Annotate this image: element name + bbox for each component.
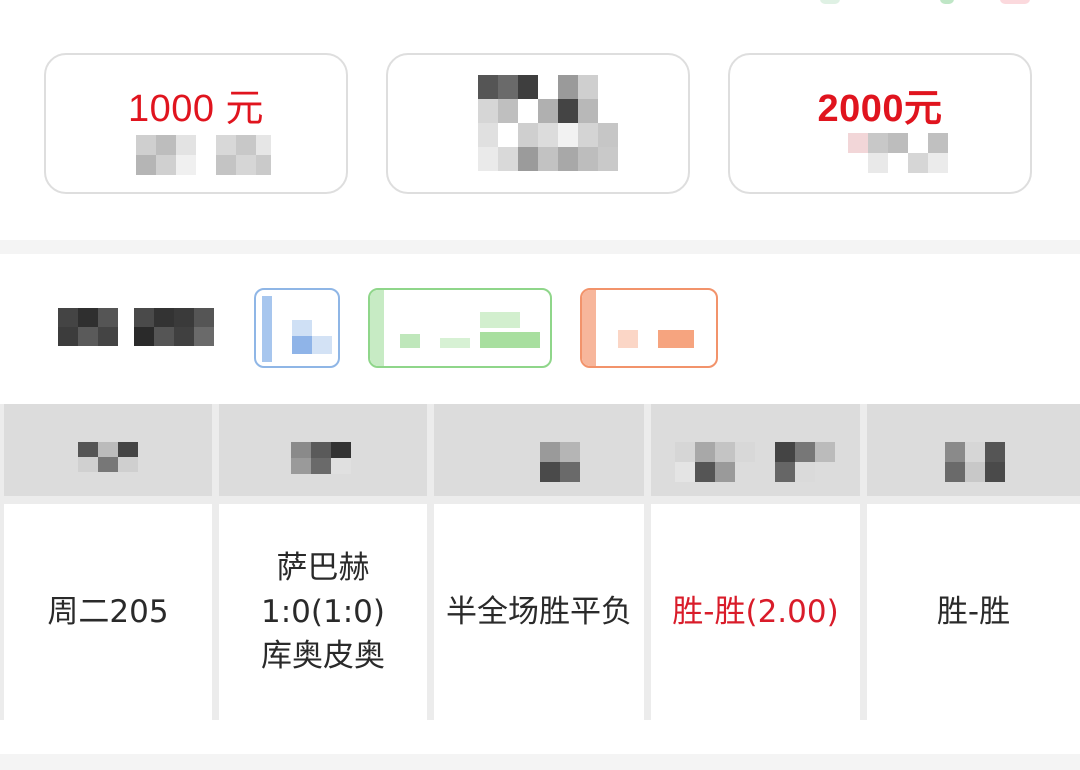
cell-result: 胜-胜	[867, 504, 1080, 720]
filter-tag-green[interactable]	[368, 288, 552, 368]
cell-match-no: 周二205	[4, 504, 212, 720]
selection: 胜-胜(2.00)	[672, 594, 839, 630]
section-divider	[0, 240, 1080, 254]
table-header-cell	[651, 404, 860, 496]
blurred-caption	[136, 135, 271, 175]
filter-tag-blue[interactable]	[254, 288, 340, 368]
prize-section: 1000 元 2000元	[0, 0, 1080, 240]
prize-card-amount: 1000 元	[127, 88, 265, 130]
home-team: 萨巴赫	[276, 550, 370, 586]
blurred-caption	[848, 133, 948, 173]
prize-card-3[interactable]: 2000元	[728, 53, 1032, 194]
away-team: 库奥皮奥	[261, 638, 385, 674]
table-header-cell	[4, 404, 212, 496]
match-no: 周二205	[47, 594, 169, 630]
cell-match: 萨巴赫 1:0(1:0) 库奥皮奥	[219, 504, 427, 720]
filter-tag-orange[interactable]	[580, 288, 718, 368]
match-score: 1:0(1:0)	[261, 594, 385, 630]
cell-selection: 胜-胜(2.00)	[651, 504, 860, 720]
table-header-cell	[867, 404, 1080, 496]
cell-play-type: 半全场胜平负	[434, 504, 644, 720]
blurred-filter-label	[58, 308, 214, 346]
section-divider	[0, 754, 1080, 770]
result: 胜-胜	[936, 594, 1011, 630]
blurred-title	[478, 75, 618, 171]
prize-card-1[interactable]: 1000 元	[44, 53, 348, 194]
bottom-spacer	[0, 720, 1080, 754]
prize-card-2[interactable]	[386, 53, 690, 194]
table-header-cell	[434, 404, 644, 496]
play-type: 半全场胜平负	[446, 594, 632, 630]
filter-row	[0, 254, 1080, 404]
bet-table: 周二205 萨巴赫 1:0(1:0) 库奥皮奥 半全场胜平负 胜-胜(2.00)…	[0, 404, 1080, 720]
table-header-cell	[219, 404, 427, 496]
prize-card-amount: 2000元	[817, 88, 943, 130]
